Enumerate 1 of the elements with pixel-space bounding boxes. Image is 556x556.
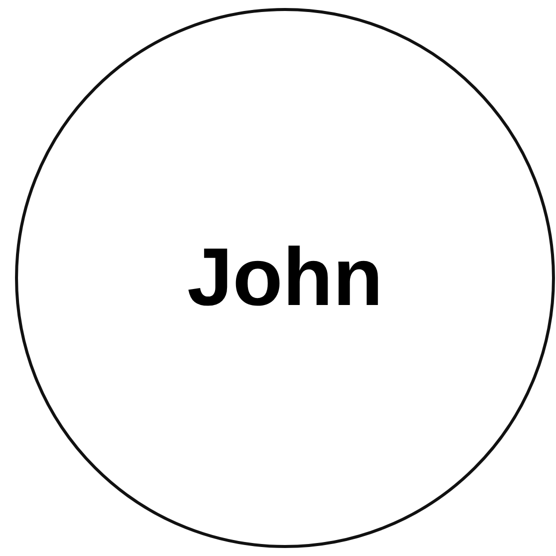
node-label: John	[187, 237, 383, 319]
